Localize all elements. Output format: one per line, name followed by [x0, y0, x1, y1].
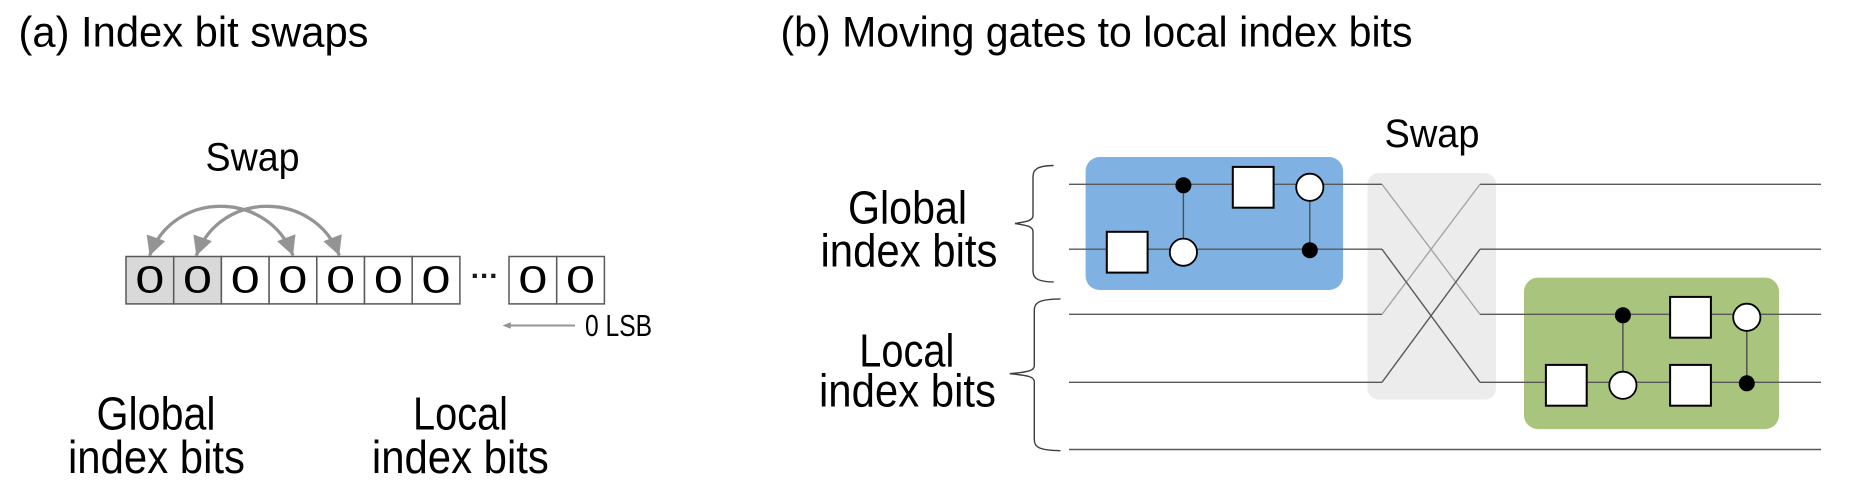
svg-text:0: 0 — [518, 260, 547, 302]
svg-text:0: 0 — [278, 260, 307, 302]
svg-text:0: 0 — [183, 260, 212, 302]
svg-text:index bits: index bits — [819, 364, 996, 416]
svg-text:0 LSB: 0 LSB — [585, 308, 652, 343]
svg-text:0: 0 — [422, 260, 451, 302]
svg-text:0: 0 — [566, 260, 595, 302]
svg-text:index bits: index bits — [372, 431, 549, 483]
svg-text:Swap: Swap — [1385, 112, 1480, 156]
svg-text:index bits: index bits — [821, 224, 998, 276]
svg-text:Local: Local — [413, 388, 508, 440]
svg-text:0: 0 — [374, 260, 403, 302]
svg-text:0: 0 — [326, 260, 355, 302]
svg-text:Swap: Swap — [206, 136, 300, 180]
svg-text:Local: Local — [859, 324, 954, 376]
svg-text:index bits: index bits — [68, 431, 245, 483]
svg-text:0: 0 — [231, 260, 260, 302]
svg-text:Global: Global — [97, 388, 216, 440]
svg-text:(a) Index bit swaps: (a) Index bit swaps — [19, 9, 369, 57]
svg-text:(b) Moving gates to local inde: (b) Moving gates to local index bits — [781, 9, 1413, 57]
svg-text:Global: Global — [848, 182, 967, 234]
svg-text:0: 0 — [135, 260, 164, 302]
